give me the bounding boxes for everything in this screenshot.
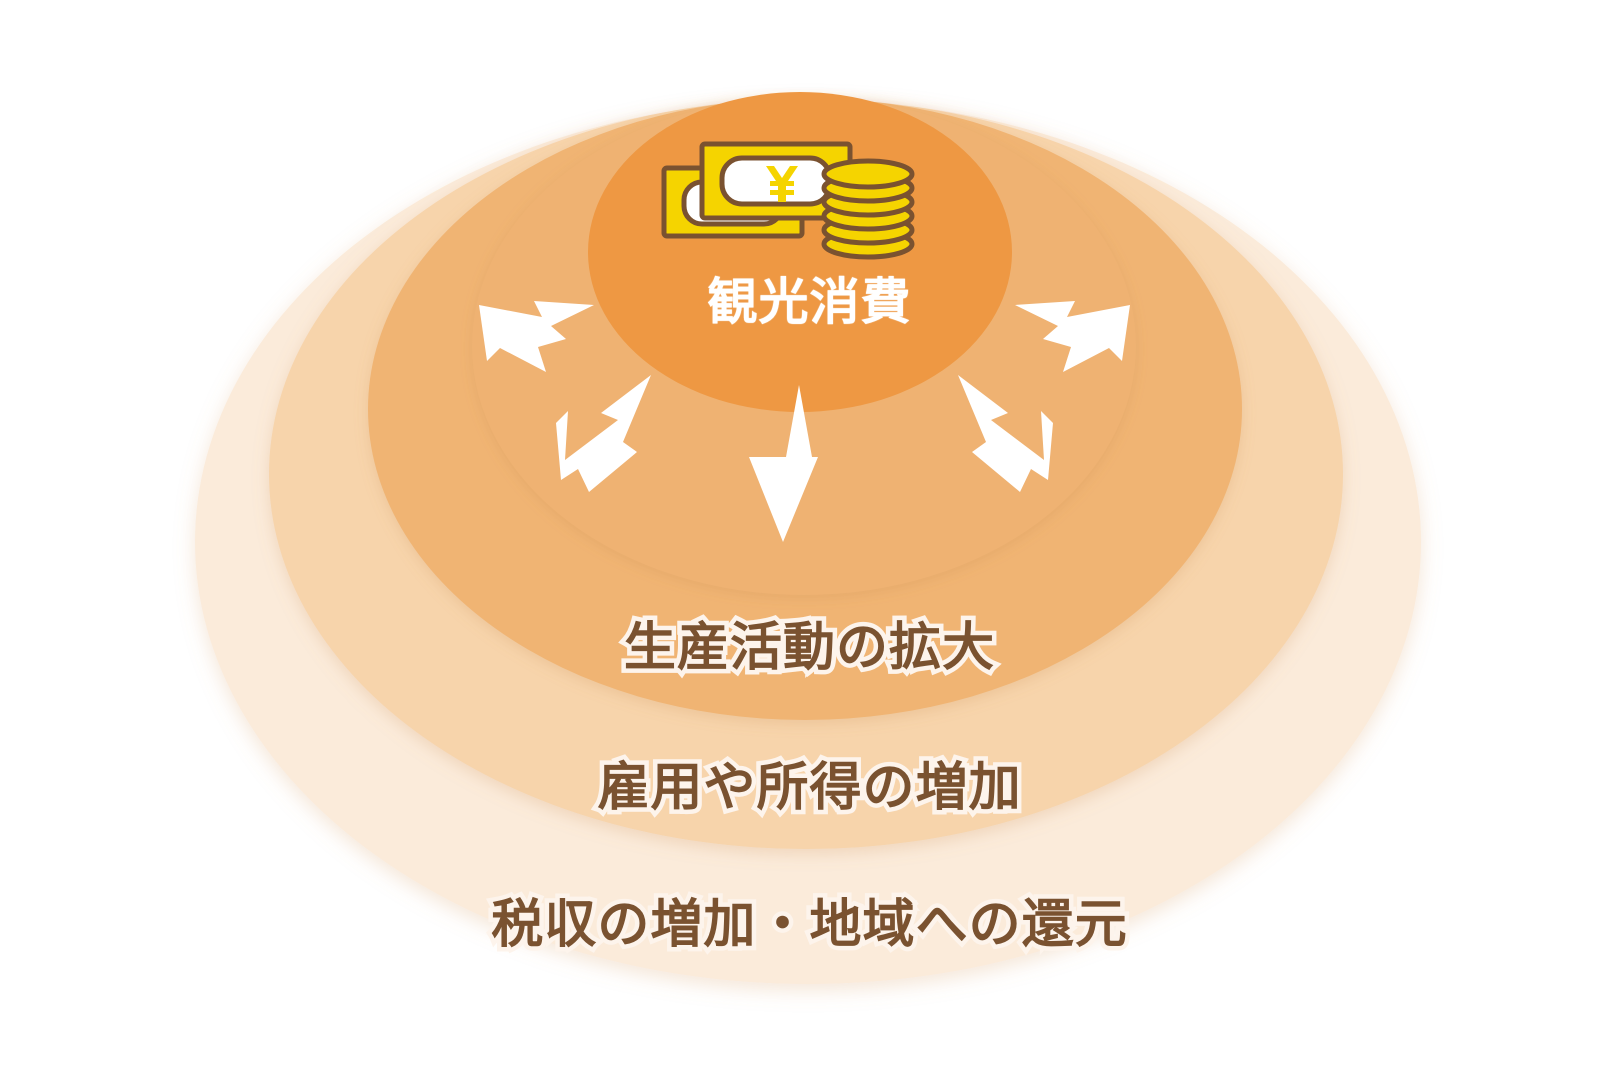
arrow-up-right	[1015, 301, 1130, 372]
coin-stack-icon	[821, 158, 915, 260]
arrow-down-right	[958, 375, 1053, 492]
money-icon	[660, 138, 920, 264]
yen-symbol-icon	[766, 166, 798, 202]
arrow-down-center	[749, 385, 818, 542]
arrow-down-left	[556, 375, 651, 492]
arrow-up-left	[479, 301, 594, 372]
banknote-front	[699, 141, 853, 221]
